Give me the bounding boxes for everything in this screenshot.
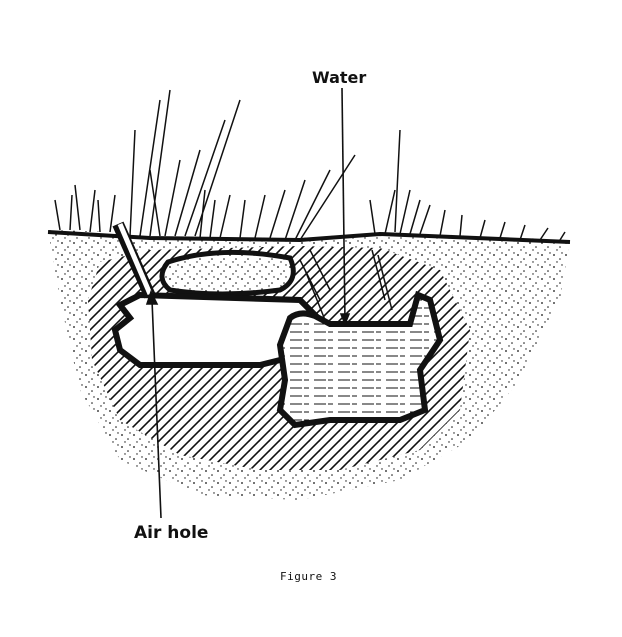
- air-hole-label: Air hole: [134, 523, 208, 543]
- surface-mound: [162, 252, 293, 294]
- figure-caption: Figure 3: [280, 570, 337, 583]
- water-label: Water: [312, 68, 366, 87]
